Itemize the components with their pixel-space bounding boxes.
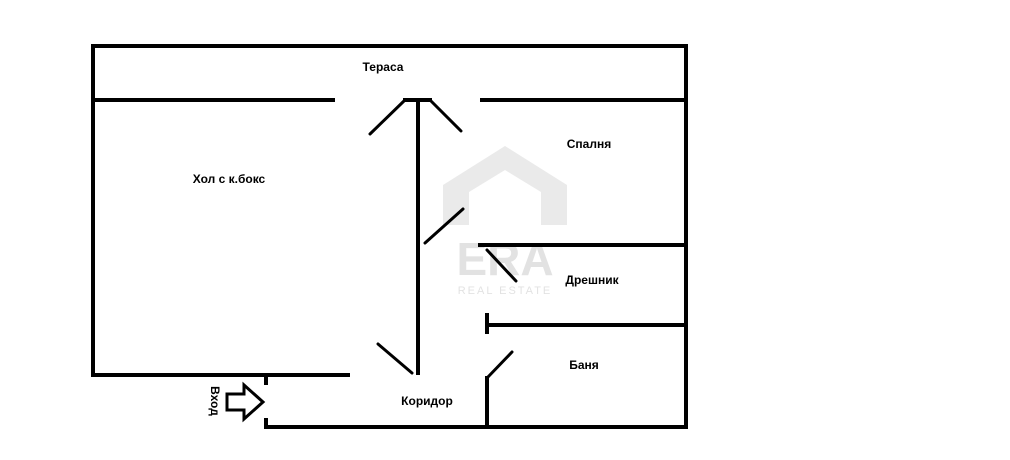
room-label-bathroom: Баня (569, 358, 599, 372)
walls (91, 44, 688, 429)
bedroom-door-leaf (423, 207, 465, 245)
doors (368, 98, 518, 380)
entrance-label: Вход (208, 386, 222, 416)
outer-wall-top (91, 44, 688, 429)
watermark-house-shape (443, 146, 567, 225)
room-label-bedroom: Спалня (567, 137, 611, 151)
entrance-arrow-icon (225, 381, 266, 423)
room-label-terrace: Тераса (363, 60, 404, 74)
wardrobe-door-leaf (485, 248, 518, 283)
terrace-door-right-leaf (428, 98, 463, 133)
living-door-leaf (376, 342, 414, 375)
room-label-wardrobe: Дрешник (565, 273, 619, 287)
watermark-tagline: REAL ESTATE (458, 285, 553, 297)
bathroom-door-leaf (485, 350, 514, 380)
room-label-corridor: Коридор (401, 394, 453, 408)
terrace-door-left-leaf (368, 98, 407, 136)
watermark-logo: ERA (456, 233, 553, 285)
era-watermark: ERA REAL ESTATE (443, 146, 567, 297)
room-label-living: Хол с к.бокс (193, 172, 266, 186)
